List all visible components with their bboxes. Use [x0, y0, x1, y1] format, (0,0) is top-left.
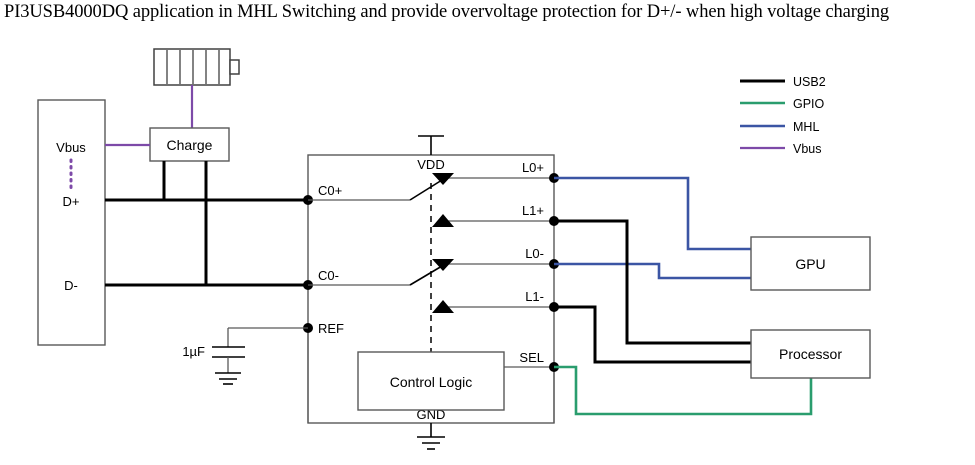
connector-pin-dminus: D-	[64, 278, 78, 293]
ic-pin-gnd: GND	[417, 407, 446, 422]
legend-label-gpio: GPIO	[793, 97, 825, 111]
switch-arrowhead-l1plus	[432, 214, 454, 227]
control-logic-label: Control Logic	[390, 374, 473, 390]
ic-pin-ref: REF	[318, 321, 344, 336]
page-title: PI3USB4000DQ application in MHL Switchin…	[4, 2, 890, 22]
switch-arm-c0minus	[409, 265, 443, 286]
legend: USB2 GPIO MHL Vbus	[740, 75, 826, 156]
charge-block: Charge	[149, 127, 230, 162]
ic-pin-l1plus: L1+	[522, 203, 544, 218]
switch-arrowhead-l0plus	[432, 173, 454, 185]
ic-pin-l0minus: L0-	[525, 246, 544, 261]
legend-item-vbus: Vbus	[740, 142, 822, 156]
switch-arrowhead-l1minus	[432, 300, 454, 313]
ic-right-pins: L0+ L1+ L0- L1- SEL	[519, 160, 559, 372]
connector-block: Vbus D+ D-	[37, 99, 106, 346]
legend-item-usb2: USB2	[740, 75, 826, 89]
legend-label-usb2: USB2	[793, 75, 826, 89]
connector-pin-dplus: D+	[63, 194, 80, 209]
switch-arm-c0plus	[409, 179, 443, 201]
control-logic-block: Control Logic	[357, 351, 505, 411]
ic-pin-l0plus: L0+	[522, 160, 544, 175]
legend-label-mhl: MHL	[793, 120, 819, 134]
ic-pin-l1minus: L1-	[525, 289, 544, 304]
connector-pin-vbus: Vbus	[56, 140, 86, 155]
legend-item-mhl: MHL	[740, 120, 819, 134]
ic-pin-c0plus: C0+	[318, 183, 342, 198]
gpu-block: GPU	[750, 236, 871, 291]
processor-block: Processor	[750, 329, 871, 379]
legend-label-vbus: Vbus	[793, 142, 822, 156]
ic-left-pins: C0+ C0- REF	[303, 183, 344, 336]
gpu-label: GPU	[795, 256, 825, 272]
ic-pin-vdd: VDD	[417, 157, 444, 172]
processor-label: Processor	[779, 346, 842, 362]
battery-icon	[153, 48, 240, 86]
wire-l0minus-to-gpu	[554, 262, 751, 280]
vdd-supply: VDD	[417, 135, 445, 172]
ref-capacitor: 1µF	[182, 327, 308, 385]
capacitor-value-label: 1µF	[182, 344, 205, 359]
wire-sel-to-processor	[554, 365, 813, 416]
wire-l1plus-to-processor	[554, 219, 751, 345]
wire-l0plus-to-gpu	[554, 176, 751, 251]
charge-label: Charge	[167, 137, 213, 153]
ic-pin-c0minus: C0-	[318, 268, 339, 283]
legend-item-gpio: GPIO	[740, 97, 825, 111]
switch-arrowhead-l0minus	[432, 259, 454, 271]
wire-l1minus-to-processor	[554, 305, 751, 364]
gnd-symbol: GND	[417, 407, 446, 450]
ic-pin-sel: SEL	[519, 350, 544, 365]
